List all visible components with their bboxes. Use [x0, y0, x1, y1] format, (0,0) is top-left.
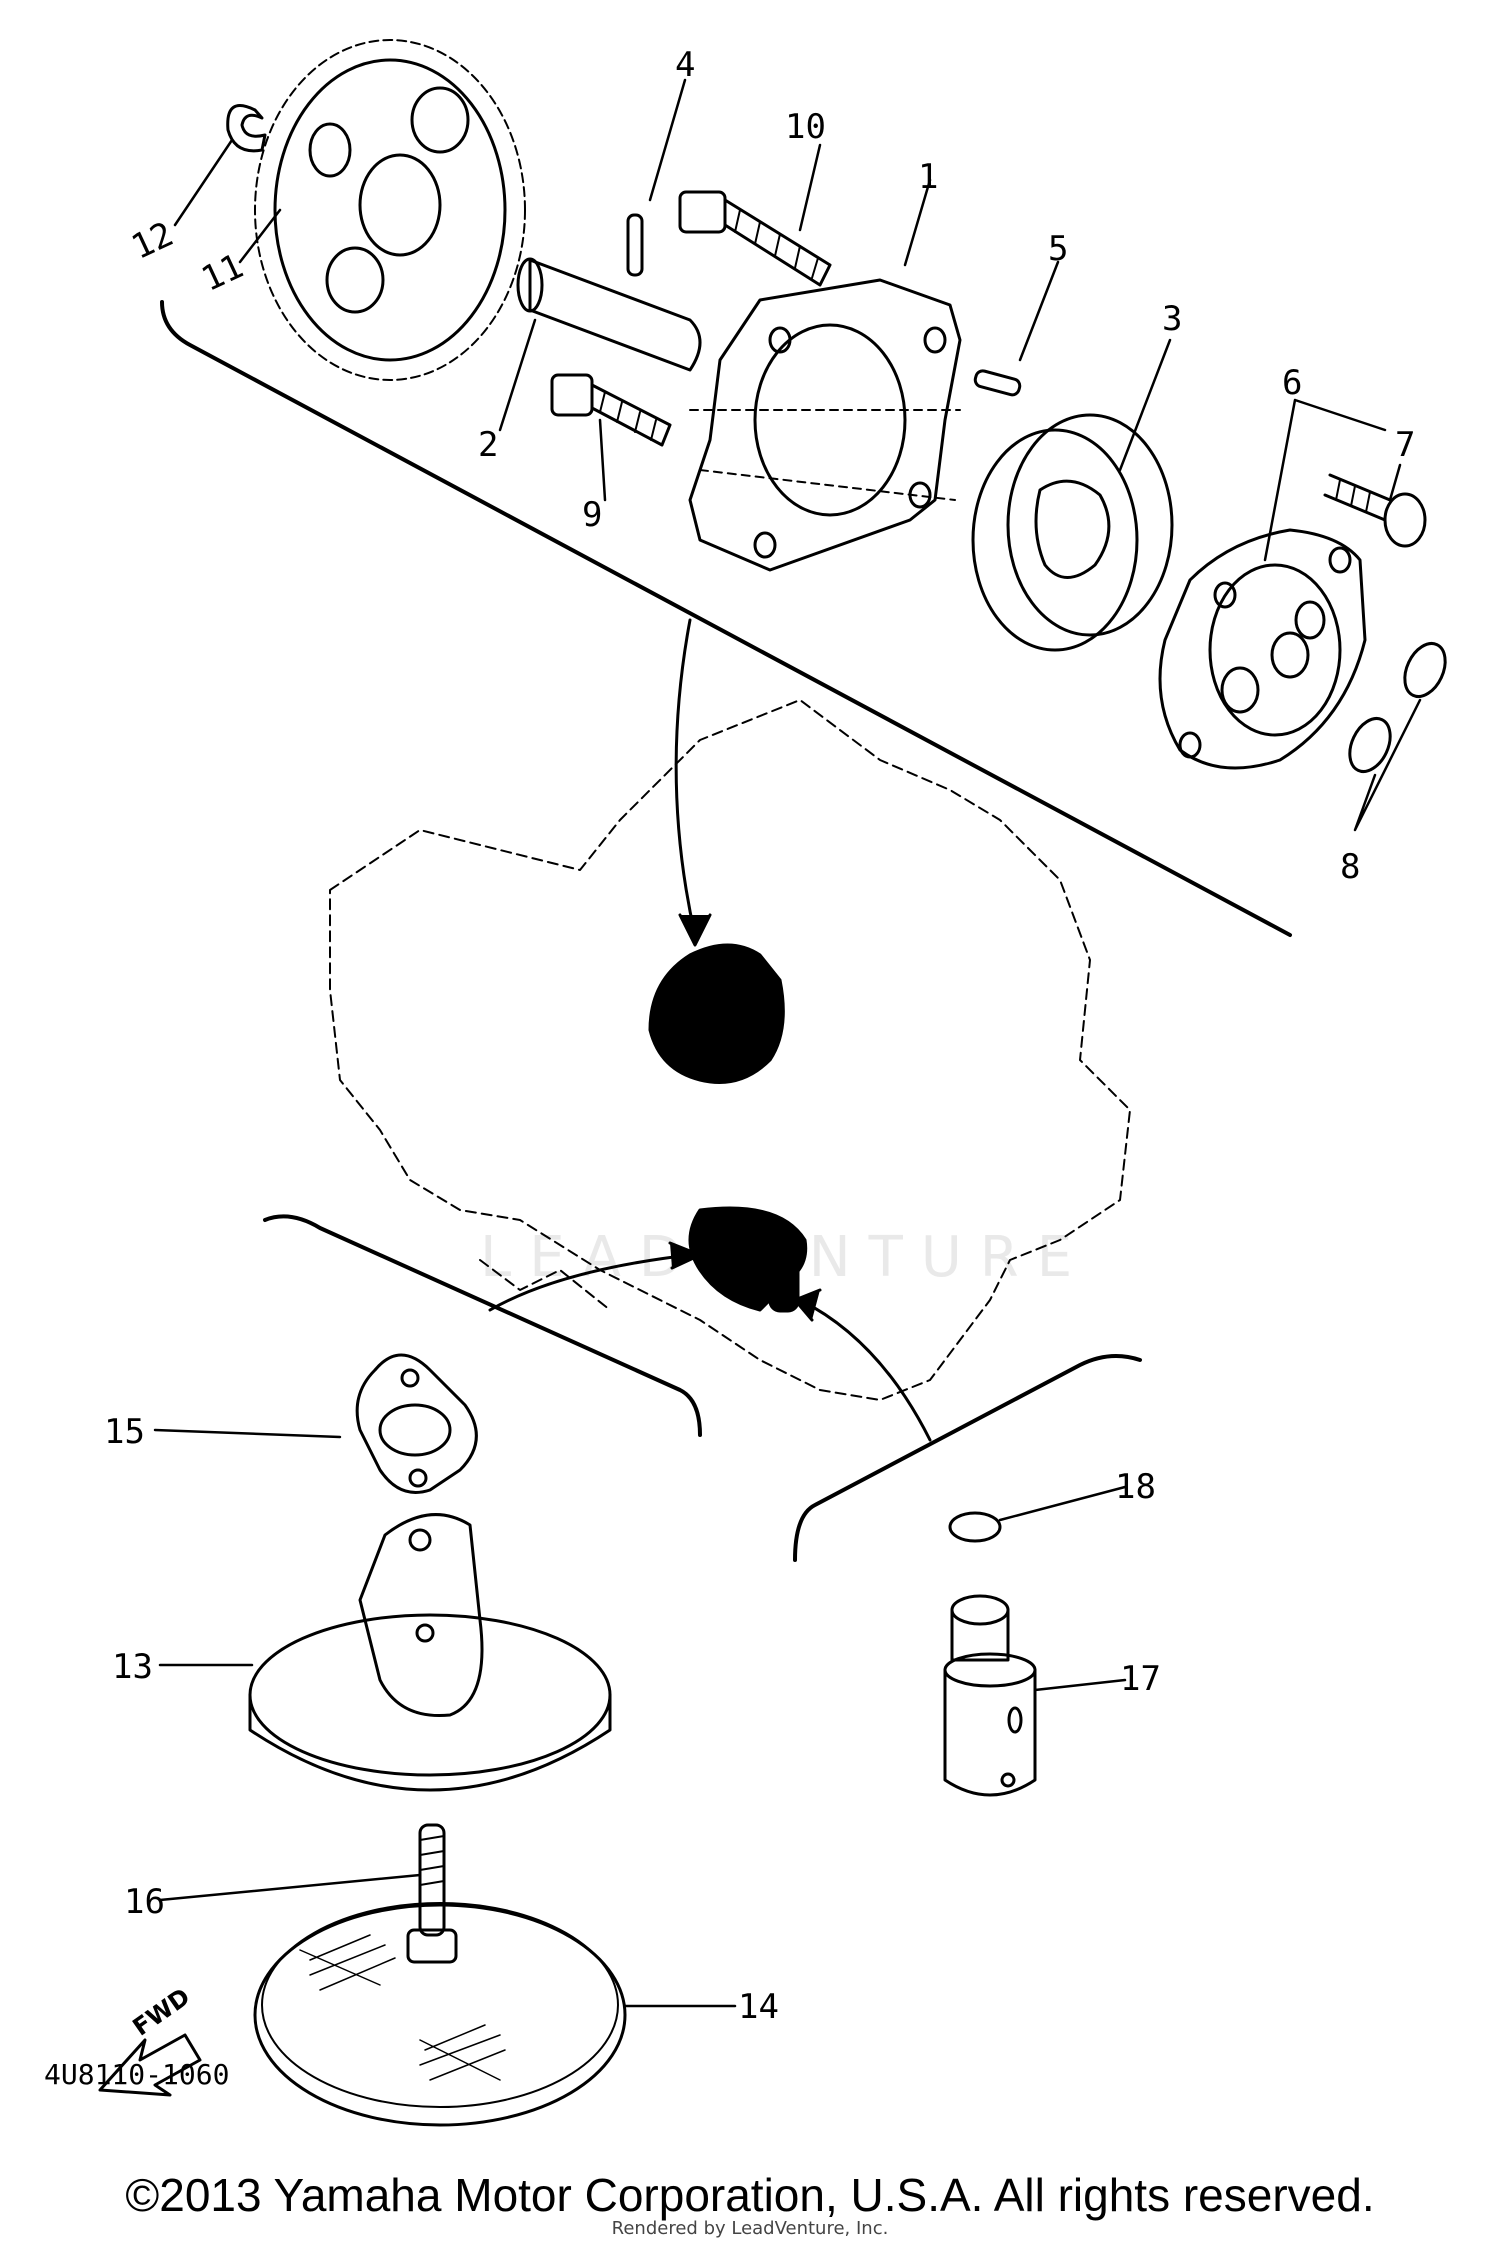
pump-housing-1: [688, 278, 962, 572]
part-label-6: 6: [1282, 363, 1303, 403]
part-label-13: 13: [112, 1647, 153, 1687]
part-label-7: 7: [1395, 425, 1416, 465]
oil-pipe-17: [943, 1594, 1037, 1797]
o-ring-8a: [1348, 717, 1392, 773]
lower-right-bracket: [793, 1354, 1142, 1562]
part-label-1: 1: [918, 157, 939, 197]
bolt-10: [678, 190, 832, 287]
pin-4: [626, 213, 644, 277]
part-label-4: 4: [675, 45, 696, 85]
screw-7: [1323, 473, 1427, 548]
part-label-16: 16: [124, 1882, 165, 1922]
part-label-9: 9: [582, 495, 603, 535]
outer-rotor-3: [971, 413, 1174, 652]
copyright-notice: ©2013 Yamaha Motor Corporation, U.S.A. A…: [125, 2169, 1375, 2221]
part-label-18: 18: [1115, 1467, 1156, 1507]
bolt-9: [550, 373, 672, 447]
part-label-2: 2: [478, 425, 499, 465]
upper-group-bracket: [160, 300, 1292, 937]
driven-gear-11: [254, 39, 526, 381]
oil-strainer-13: [248, 1513, 612, 1792]
pump-location-mark: [648, 943, 785, 1084]
part-label-3: 3: [1162, 299, 1183, 339]
circlip-12: [226, 104, 267, 153]
part-label-5: 5: [1048, 229, 1069, 269]
engine-outline: [329, 699, 1131, 1401]
o-ring-8b: [1403, 642, 1447, 698]
fwd-arrow: [98, 2033, 202, 2097]
shaft-2: [516, 257, 702, 372]
stud-bolt-16: [406, 1823, 458, 1964]
lower-left-bracket: [263, 1214, 702, 1437]
pump-cover-6: [1158, 528, 1367, 770]
gasket-15: [355, 1353, 478, 1494]
part-label-17: 17: [1120, 1659, 1161, 1699]
part-label-15: 15: [104, 1412, 145, 1452]
dowel-pin-5: [973, 369, 1022, 397]
part-label-10: 10: [785, 107, 826, 147]
strainer-screen-14: [253, 1902, 627, 2127]
o-ring-18: [948, 1511, 1002, 1543]
part-label-8: 8: [1340, 847, 1361, 887]
part-label-14: 14: [738, 1987, 779, 2027]
diagram-code: 4U8110-1060: [44, 2058, 230, 2091]
render-credit: Rendered by LeadVenture, Inc.: [611, 2218, 889, 2239]
